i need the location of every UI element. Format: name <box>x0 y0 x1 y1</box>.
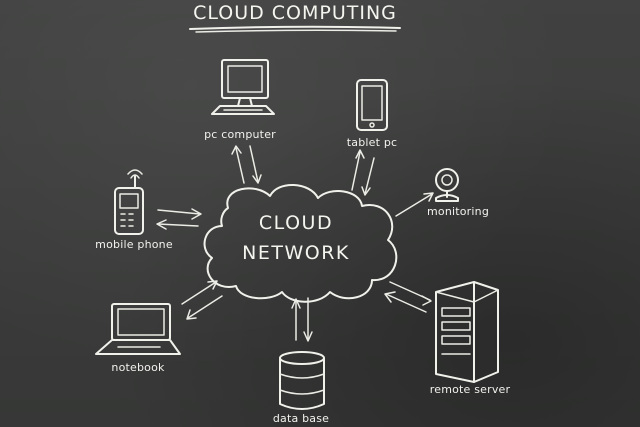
connection-arrows <box>156 145 434 342</box>
label-data-base: data base <box>272 412 330 425</box>
cloud-label-line2: NETWORK <box>242 242 350 264</box>
label-remote-server: remote server <box>429 383 511 396</box>
cloud-shape <box>203 183 398 303</box>
data-base-icon <box>279 351 325 410</box>
pc-computer-icon <box>211 59 275 115</box>
mobile-phone-icon <box>114 169 144 235</box>
cloud-label-line1: CLOUD <box>258 212 334 234</box>
notebook-icon <box>95 303 181 355</box>
label-mobile-phone: mobile phone <box>95 238 173 251</box>
tablet-pc-icon <box>356 79 388 131</box>
label-pc-computer: pc computer <box>204 128 276 141</box>
diagram-title: CLOUD COMPUTING <box>193 2 397 24</box>
title-underline <box>189 25 401 30</box>
label-notebook: notebook <box>111 361 165 374</box>
label-monitoring: monitoring <box>426 205 490 218</box>
remote-server-icon <box>435 281 499 383</box>
label-tablet-pc: tablet pc <box>346 136 398 149</box>
monitoring-icon <box>435 168 459 202</box>
